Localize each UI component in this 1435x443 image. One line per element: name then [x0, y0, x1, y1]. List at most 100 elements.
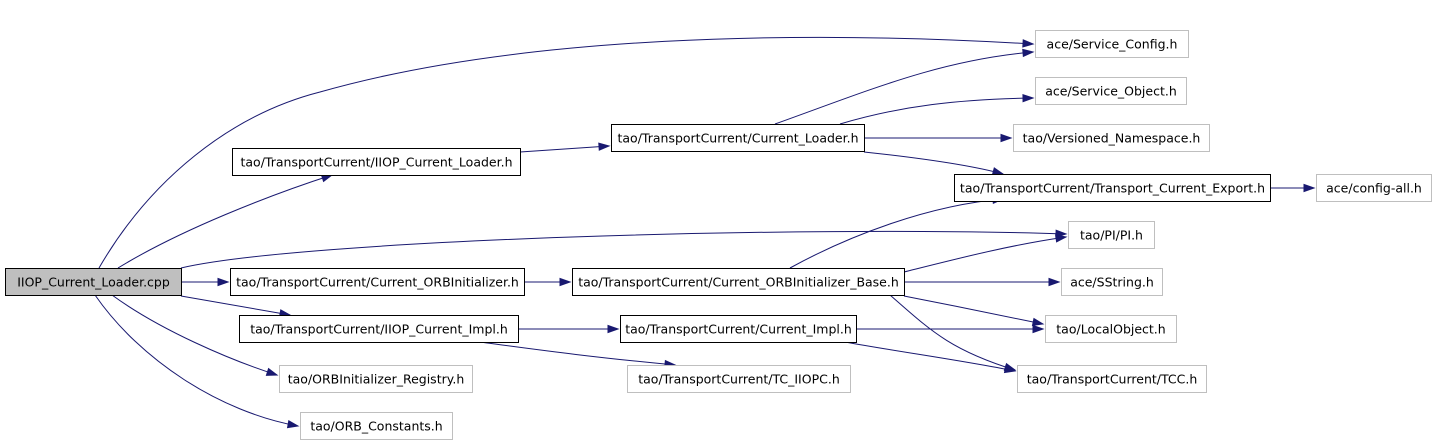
edge-root-to-iiop_loader_h: [117, 174, 334, 269]
edge-iiop_loader_h-to-current_loader_h: [519, 142, 611, 153]
arrowhead: [1022, 93, 1035, 103]
node-label: ace/config-all.h: [1326, 181, 1422, 196]
edge-line: [903, 295, 1044, 325]
edge-line: [889, 294, 1016, 371]
node-pi: tao/PI/PI.h: [1068, 221, 1155, 249]
node-label: tao/ORBInitializer_Registry.h: [288, 372, 465, 387]
node-tcc: tao/TransportCurrent/TCC.h: [1017, 365, 1207, 393]
node-label: tao/Versioned_Namespace.h: [1023, 131, 1201, 146]
node-root[interactable]: IIOP_Current_Loader.cpp: [5, 268, 182, 296]
arrowhead: [559, 277, 572, 287]
edge-current_impl_h-to-local_object: [856, 324, 1045, 334]
node-label: ace/Service_Config.h: [1047, 37, 1178, 52]
node-current-impl-h[interactable]: tao/TransportCurrent/Current_Impl.h: [620, 315, 857, 343]
node-orbinit-h[interactable]: tao/TransportCurrent/Current_ORBInitiali…: [230, 268, 525, 296]
node-label: tao/TransportCurrent/Transport_Current_E…: [960, 181, 1265, 196]
node-iiop-loader-h[interactable]: tao/TransportCurrent/IIOP_Current_Loader…: [232, 148, 521, 176]
arrowhead: [286, 420, 300, 429]
edge-current_loader_h-to-svc_config: [774, 48, 1035, 125]
node-box: [611, 124, 865, 152]
node-box: [1017, 365, 1207, 393]
edge-current_loader_h-to-versioned_ns: [864, 133, 1013, 143]
edge-line: [111, 294, 278, 376]
node-box: [954, 174, 1271, 202]
edge-line: [519, 145, 610, 153]
node-svc-object: ace/Service_Object.h: [1035, 77, 1187, 105]
edge-root-to-pi: [180, 229, 1068, 269]
node-label: tao/TransportCurrent/Current_ORBInitiali…: [236, 275, 519, 290]
edge-root-to-orbinit_h: [181, 277, 230, 287]
arrowhead: [1000, 133, 1013, 143]
node-box: [1013, 124, 1210, 152]
node-label: tao/TransportCurrent/TC_IIOPC.h: [638, 372, 840, 387]
node-sstring: ace/SString.h: [1061, 268, 1163, 296]
node-iiop-impl-h[interactable]: tao/TransportCurrent/IIOP_Current_Impl.h: [239, 315, 519, 343]
edge-line: [117, 174, 333, 269]
node-box: [279, 365, 473, 393]
node-box: [232, 148, 521, 176]
edge-line: [180, 295, 291, 316]
node-label: ace/Service_Object.h: [1045, 84, 1177, 99]
arrowhead: [1031, 317, 1045, 326]
node-label: tao/TransportCurrent/Current_Loader.h: [618, 131, 859, 146]
node-box: [627, 365, 851, 393]
edge-iiop_impl_h-to-current_impl_h: [518, 324, 620, 334]
node-tc-export[interactable]: tao/TransportCurrent/Transport_Current_E…: [954, 174, 1271, 202]
node-box: [1068, 221, 1155, 249]
node-label: tao/TransportCurrent/IIOP_Current_Loader…: [241, 155, 513, 170]
edge-line: [94, 294, 299, 427]
node-box: [300, 412, 453, 440]
node-box: [230, 268, 525, 296]
edge-root-to-iiop_impl_h: [180, 295, 292, 318]
node-orbinit-registry: tao/ORBInitializer_Registry.h: [279, 365, 473, 393]
node-orbinit-base[interactable]: tao/TransportCurrent/Current_ORBInitiali…: [572, 268, 905, 296]
node-box: [1035, 77, 1187, 105]
node-label: tao/ORB_Constants.h: [310, 419, 442, 434]
arrowhead: [991, 167, 1005, 176]
edge-line: [774, 51, 1034, 125]
node-label: tao/TransportCurrent/TCC.h: [1027, 372, 1198, 387]
node-box: [1061, 268, 1163, 296]
node-current-loader-h[interactable]: tao/TransportCurrent/Current_Loader.h: [611, 124, 865, 152]
arrowhead: [1032, 324, 1045, 334]
edge-line: [98, 36, 1034, 269]
edge-root-to-orb_constants: [94, 294, 300, 429]
node-label: tao/LocalObject.h: [1056, 322, 1165, 337]
node-tc-iiopc: tao/TransportCurrent/TC_IIOPC.h: [627, 365, 851, 393]
node-label: tao/TransportCurrent/IIOP_Current_Impl.h: [250, 322, 508, 337]
edge-current_loader_h-to-tc_export: [863, 151, 1005, 176]
edge-root-to-orbinit_registry: [111, 294, 279, 376]
node-box: [5, 268, 182, 296]
edge-line: [844, 341, 1016, 372]
edge-line: [180, 230, 1067, 269]
arrowhead: [1022, 48, 1035, 58]
node-config-all: ace/config-all.h: [1316, 174, 1432, 202]
node-box: [1045, 315, 1177, 343]
arrowhead: [607, 324, 620, 334]
edge-line: [839, 97, 1034, 125]
node-label: tao/PI/PI.h: [1080, 228, 1143, 243]
edge-tc_export-to-config_all: [1270, 183, 1316, 193]
arrowhead: [598, 142, 611, 151]
arrowhead: [265, 367, 279, 376]
node-box: [239, 315, 519, 343]
arrowhead: [1048, 277, 1061, 287]
edge-orbinit_base-to-tcc: [889, 294, 1017, 371]
node-box: [620, 315, 857, 343]
node-box: [572, 268, 905, 296]
edge-line: [863, 151, 1004, 175]
node-svc-config: ace/Service_Config.h: [1035, 30, 1189, 58]
edge-orbinit_h-to-orbinit_base: [524, 277, 572, 287]
edge-current_loader_h-to-svc_object: [839, 93, 1035, 125]
node-label: tao/TransportCurrent/Current_Impl.h: [625, 322, 852, 337]
node-box: [1316, 174, 1432, 202]
edge-line: [789, 198, 1004, 269]
node-label: IIOP_Current_Loader.cpp: [17, 275, 170, 290]
edge-iiop_impl_h-to-tc_iiopc: [479, 341, 677, 369]
edge-root-to-svc_config: [98, 36, 1035, 269]
node-local-object: tao/LocalObject.h: [1045, 315, 1177, 343]
nodes-layer: IIOP_Current_Loader.cpp ace/Service_Confi…: [5, 30, 1432, 440]
arrowhead: [217, 277, 230, 287]
edge-line: [903, 236, 1067, 273]
